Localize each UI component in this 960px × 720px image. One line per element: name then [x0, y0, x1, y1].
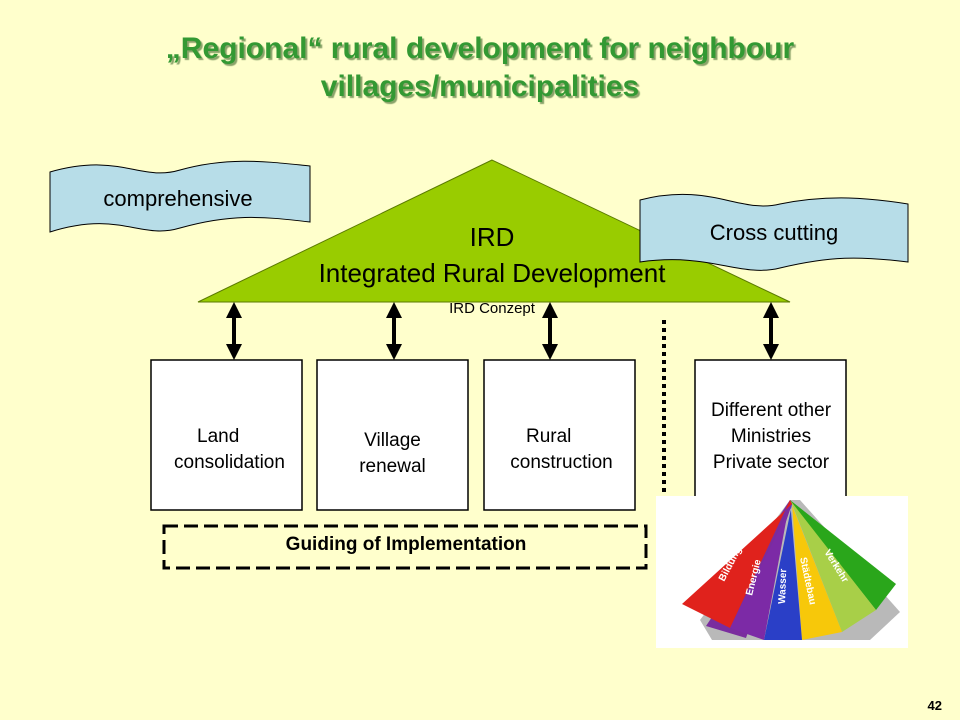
other-ministries-line-1: Different other: [710, 400, 832, 421]
triangle-label-full: Integrated Rural Development: [318, 258, 666, 288]
village-renewal-label: Village renewal: [317, 428, 468, 480]
village-renewal-line-2: renewal: [359, 456, 426, 477]
village-renewal-line-1: Village: [364, 430, 421, 451]
triangle-label-abbrev: IRD: [469, 222, 515, 252]
rural-construction-label: Rural construction: [484, 424, 635, 476]
other-ministries-line-3: Private sector: [712, 452, 830, 473]
land-consolidation-line-1: Land: [197, 426, 240, 447]
sector-fan-image: Bildung Energie Wasser Städtebau Verkehr: [656, 496, 908, 648]
fan-blade-blue: [764, 500, 802, 640]
guiding-dashed-box: [162, 524, 648, 570]
rural-construction-line-2: construction: [510, 452, 613, 473]
fan-blade-green: [790, 500, 896, 610]
comprehensive-flag: [49, 160, 311, 233]
other-ministries-line-2: Ministries: [730, 426, 812, 447]
title-line-1: „Regional“ rural development for neighbo…: [165, 32, 795, 65]
rural-construction-line-1: Rural: [526, 426, 572, 447]
title-line-2: villages/municipalities: [320, 70, 640, 103]
triangle-label-concept: IRD Conzept: [449, 300, 535, 317]
box-other-ministries: [694, 359, 847, 511]
box-land-consolidation: [150, 359, 303, 511]
other-ministries-label: Different other Ministries Private secto…: [686, 398, 856, 476]
land-consolidation-label: Land consolidation: [151, 424, 302, 476]
comprehensive-label: comprehensive: [103, 186, 253, 211]
land-consolidation-line-2: consolidation: [174, 452, 285, 473]
box-village-renewal: [316, 359, 469, 511]
guiding-label: Guiding of Implementation: [285, 534, 527, 555]
fan-blade-red: [682, 500, 792, 628]
cross-cutting-label: Cross cutting: [709, 220, 839, 245]
fan-blade-yellow: [790, 500, 842, 640]
slide-title: „Regional“ rural development for neighbo…: [60, 30, 900, 106]
cross-cutting-flag: [639, 193, 909, 271]
box-rural-construction: [483, 359, 636, 511]
fan-word-3: Wasser: [777, 568, 789, 604]
fan-blade-violet: [730, 500, 792, 640]
page-number: 42: [927, 698, 942, 713]
fan-blade-lightgreen: [790, 500, 876, 632]
